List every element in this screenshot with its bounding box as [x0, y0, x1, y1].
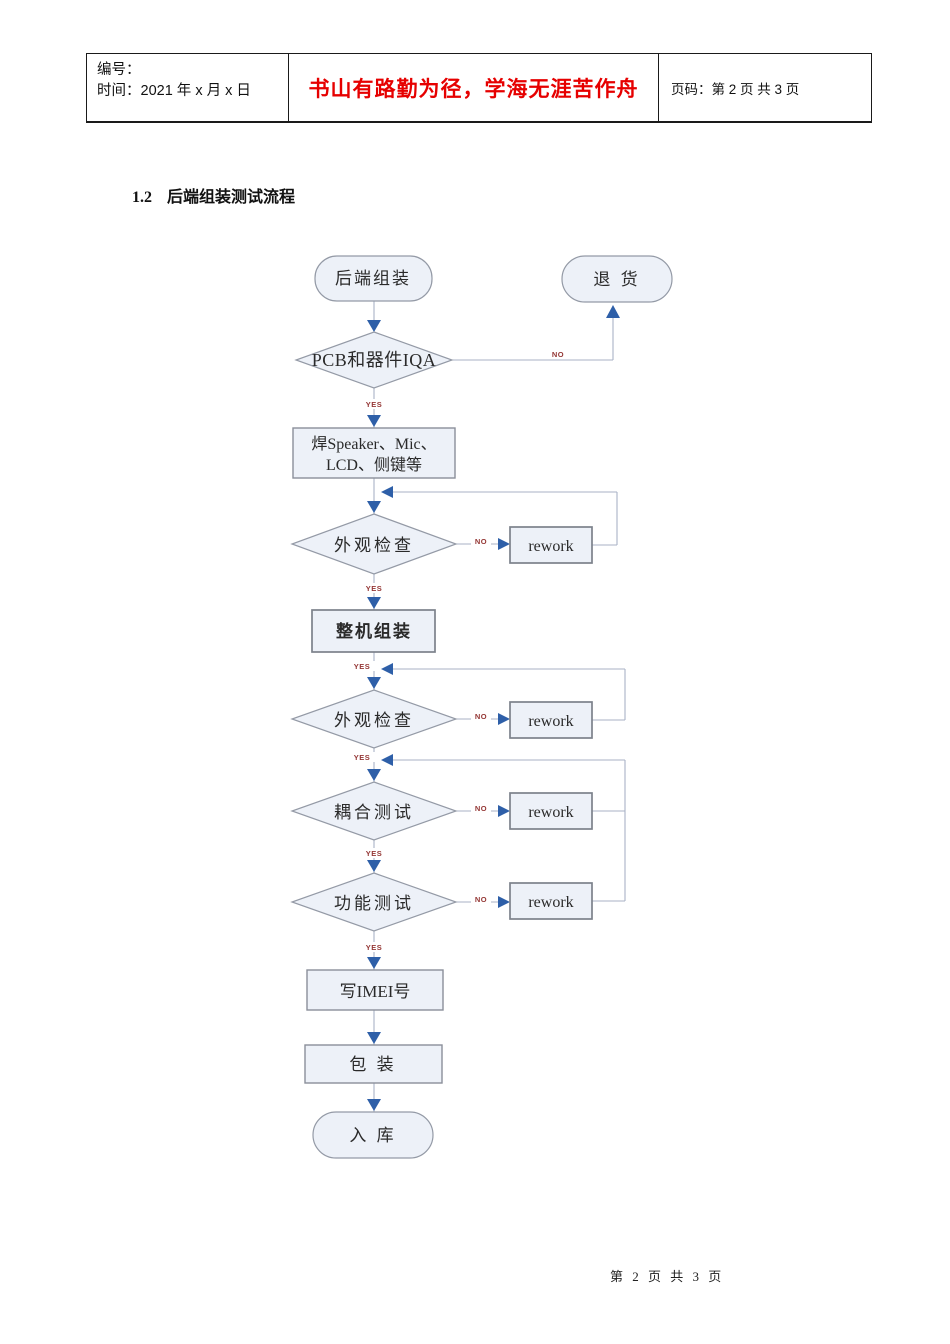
start-label: 后端组装 [335, 269, 411, 288]
visual-check-2-label: 外观检查 [334, 711, 414, 730]
iqa-label: PCB和器件IQA [312, 350, 437, 370]
visual-check-1-label: 外观检查 [334, 536, 414, 555]
node-labels: 后端组装 退 货 PCB和器件IQA 焊Speaker、Mic、 LCD、侧键等… [311, 269, 640, 1145]
rework-label: rework [528, 538, 573, 555]
code-label: 编号： [97, 62, 141, 78]
header-table: 编号： 时间：2021 年 x 月 x 日 书山有路勤为径，学海无涯苦作舟 页码… [86, 53, 872, 123]
solder-process-box [292, 427, 456, 479]
rework-label: rework [528, 713, 573, 730]
label-bg [548, 349, 568, 359]
section-title: 后端组装测试流程 [167, 189, 296, 206]
header-cell-page: 页码：第 2 页 共 3 页 [659, 54, 871, 121]
arrow-down-icon [367, 769, 381, 781]
arrow-down-icon [367, 957, 381, 969]
visual-check-2-diamond [290, 689, 458, 749]
rework-label: rework [528, 894, 573, 911]
reject-terminator [561, 255, 673, 303]
arrow-up-icon [606, 305, 620, 318]
function-test-diamond [290, 872, 458, 932]
arrow-down-icon [367, 677, 381, 689]
no-label: NO [475, 712, 487, 721]
yes-label: YES [366, 943, 383, 952]
label-backgrounds [349, 349, 568, 952]
page-footer: 第 2 页 共 3 页 [610, 1269, 725, 1284]
label-bg [471, 894, 491, 904]
warehouse-label: 入 库 [349, 1126, 396, 1145]
rework-label: rework [528, 804, 573, 821]
coupling-test-diamond [290, 781, 458, 841]
iqa-decision-diamond [294, 331, 454, 389]
arrow-left-icon [381, 486, 393, 498]
arrow-right-icon [498, 896, 510, 908]
write-imei-box [306, 969, 444, 1011]
rework-box-4 [509, 882, 593, 920]
yes-label: YES [354, 662, 371, 671]
header-cell-motto: 书山有路勤为径，学海无涯苦作舟 [288, 54, 659, 121]
reject-label: 退 货 [593, 270, 640, 289]
label-bg [349, 661, 375, 671]
branch-labels: YES YES YES YES YES YES NO NO NO NO NO [354, 350, 564, 952]
packing-box [304, 1044, 443, 1084]
no-label: NO [552, 350, 564, 359]
no-label: NO [475, 895, 487, 904]
arrow-left-icon [381, 663, 393, 675]
arrow-down-icon [367, 1032, 381, 1044]
label-bg [361, 583, 387, 593]
arrow-down-icon [367, 320, 381, 332]
label-bg [361, 942, 387, 952]
date-label: 时间：2021 年 x 月 x 日 [97, 83, 251, 99]
assembly-label: 整机组装 [336, 621, 412, 641]
yes-label: YES [366, 849, 383, 858]
arrow-right-icon [498, 805, 510, 817]
yes-label: YES [354, 753, 371, 762]
write-imei-label: 写IMEI号 [340, 982, 411, 1001]
arrow-left-icon [381, 754, 393, 766]
rework-box-1 [509, 526, 593, 564]
arrow-down-icon [367, 597, 381, 609]
arrow-down-icon [367, 501, 381, 513]
no-label: NO [475, 804, 487, 813]
label-bg [349, 752, 375, 762]
label-bg [361, 399, 387, 409]
solder-label-line1: 焊Speaker、Mic、 [311, 435, 436, 453]
label-bg [361, 848, 387, 858]
start-terminator [314, 255, 433, 302]
rework-box-2 [509, 701, 593, 739]
yes-label: YES [366, 584, 383, 593]
arrow-right-icon [498, 538, 510, 550]
function-test-label: 功能测试 [334, 894, 414, 913]
coupling-test-label: 耦合测试 [334, 803, 414, 822]
packing-label: 包 装 [349, 1055, 396, 1074]
arrow-down-icon [367, 415, 381, 427]
visual-check-1-diamond [290, 513, 458, 575]
rework-box-3 [509, 792, 593, 830]
label-bg [471, 536, 491, 546]
section-heading: 1.2 后端组装测试流程 [132, 183, 295, 207]
page-info-text: 页码：第 2 页 共 3 页 [671, 81, 800, 97]
label-bg [471, 711, 491, 721]
yes-label: YES [366, 400, 383, 409]
arrow-down-icon [367, 1099, 381, 1111]
solder-label-line2: LCD、侧键等 [326, 456, 422, 474]
section-number: 1.2 [132, 189, 152, 206]
no-label: NO [475, 537, 487, 546]
flow-shapes [290, 255, 673, 1159]
motto-text: 书山有路勤为径，学海无涯苦作舟 [308, 76, 639, 101]
arrow-right-icon [498, 713, 510, 725]
arrowheads [367, 305, 620, 1111]
arrow-down-icon [367, 860, 381, 872]
warehouse-terminator [312, 1111, 434, 1159]
header-cell-code-date: 编号： 时间：2021 年 x 月 x 日 [87, 54, 288, 121]
assembly-process-box [311, 609, 436, 653]
label-bg [471, 803, 491, 813]
